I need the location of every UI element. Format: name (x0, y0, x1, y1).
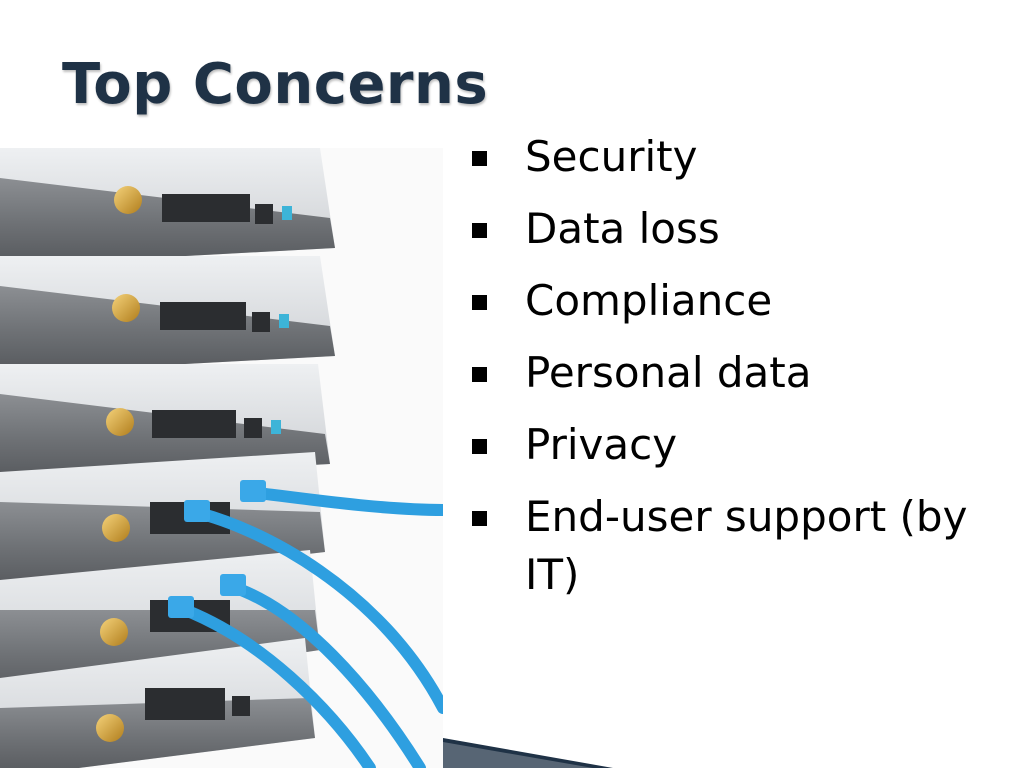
router-unit (0, 148, 335, 266)
list-item-text: Personal data (525, 348, 812, 397)
square-bullet-icon (472, 295, 487, 310)
router-unit (0, 364, 330, 482)
router-unit (0, 638, 315, 768)
list-item-text: Data loss (525, 204, 720, 253)
square-bullet-icon (472, 151, 487, 166)
list-item-text: Compliance (525, 276, 773, 325)
cable-plugs (168, 480, 266, 618)
router-unit (0, 256, 335, 374)
square-bullet-icon (472, 223, 487, 238)
square-bullet-icon (472, 439, 487, 454)
slide-corner-accent (443, 738, 613, 768)
list-item-text: Security (525, 132, 698, 181)
concerns-list: Security Data loss Compliance Personal d… (470, 128, 1010, 618)
list-item: Personal data (470, 344, 1010, 402)
slide-title: Top Concerns (62, 52, 489, 117)
list-item: Privacy (470, 416, 1010, 474)
router-stack-image (0, 148, 443, 768)
list-item: Security (470, 128, 1010, 186)
list-item-text: End-user support (by IT) (525, 492, 968, 599)
square-bullet-icon (472, 367, 487, 382)
list-item: Data loss (470, 200, 1010, 258)
network-cables (174, 486, 443, 768)
list-item-text: Privacy (525, 420, 678, 469)
square-bullet-icon (472, 511, 487, 526)
list-item: Compliance (470, 272, 1010, 330)
list-item: End-user support (by IT) (470, 488, 1010, 604)
